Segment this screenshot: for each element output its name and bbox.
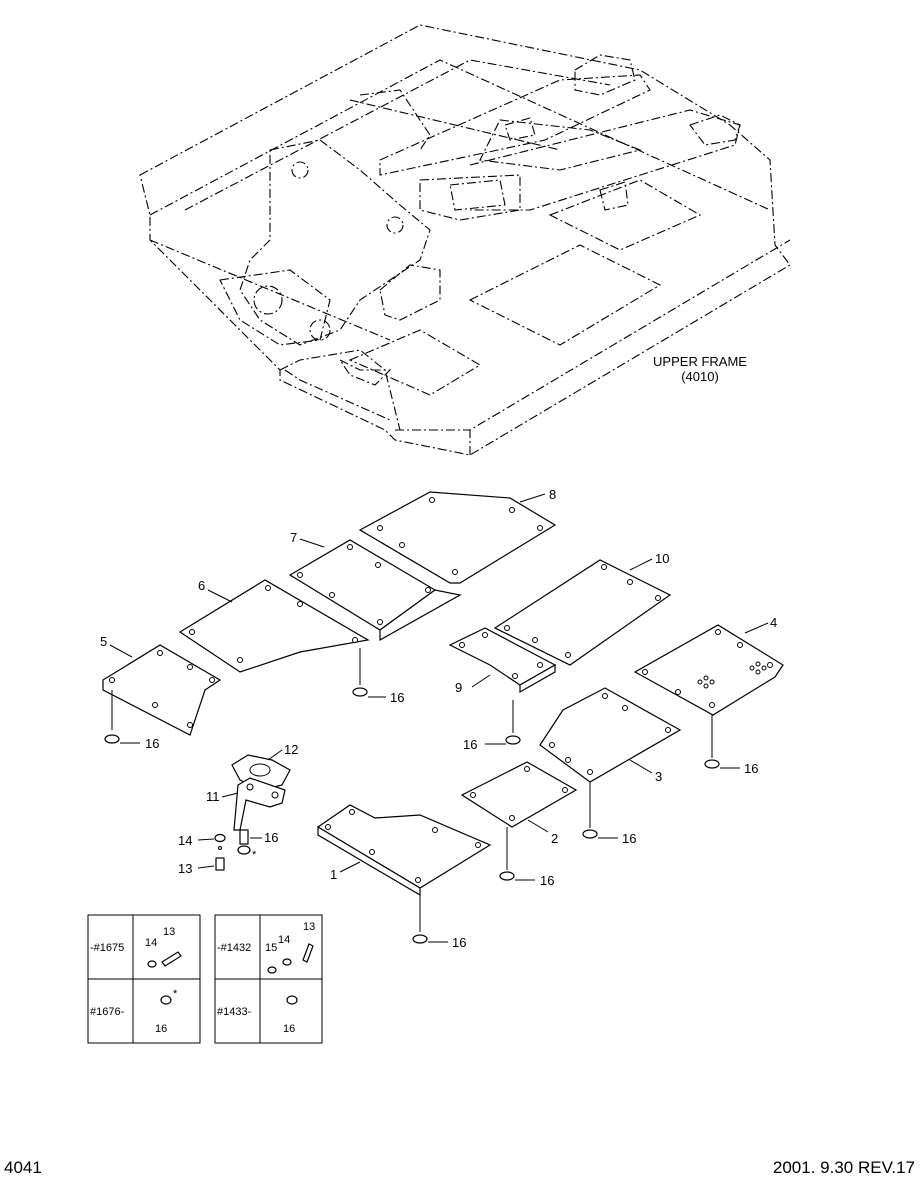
table1-callout-14: 14	[145, 937, 157, 949]
washer-14	[214, 833, 226, 843]
callout-4: 4	[770, 615, 777, 630]
callout-6: 6	[198, 578, 205, 593]
fastener-16-bracket	[237, 829, 251, 855]
table2-callout-13: 13	[303, 921, 315, 933]
fastener-16-a	[352, 687, 368, 697]
dot-marker	[218, 846, 222, 850]
callout-16-e: 16	[622, 831, 636, 846]
callout-7: 7	[290, 530, 297, 545]
fastener-16-g	[412, 934, 428, 944]
washer-icon	[267, 966, 277, 974]
bolt-icon	[302, 943, 314, 963]
callout-13: 13	[178, 861, 192, 876]
callout-3: 3	[655, 769, 662, 784]
cover-plate-7	[288, 539, 462, 642]
table2-callout-15: 15	[265, 942, 277, 954]
fastener-icon	[160, 995, 172, 1005]
serial-table-1: -#1675 #1676- 13 14 * 16	[87, 914, 201, 1044]
callout-11: 11	[206, 789, 220, 804]
table2-callout-16: 16	[283, 1023, 295, 1035]
fastener-16-c	[505, 735, 521, 745]
fastener-16-e	[582, 829, 598, 839]
serial-1432: -#1432	[217, 942, 251, 954]
cover-plate-6	[178, 579, 370, 673]
callout-12: 12	[284, 742, 298, 757]
revision-date: 2001. 9.30 REV.17	[772, 1158, 915, 1177]
table2-callout-14: 14	[278, 934, 290, 946]
table1-callout-13: 13	[163, 926, 175, 938]
serial-1675: -#1675	[90, 942, 124, 954]
bracket-11	[233, 777, 286, 831]
callout-16-f: 16	[540, 873, 554, 888]
callout-10: 10	[655, 551, 669, 566]
bolt-13	[215, 857, 225, 871]
serial-table-2: -#1432 #1433- 13 14 15 16	[214, 914, 323, 1044]
callout-16-c: 16	[463, 737, 477, 752]
cover-plate-9	[448, 627, 557, 694]
table1-star: *	[173, 988, 178, 1000]
cover-plate-4	[633, 624, 784, 716]
callout-16-bracket: 16	[264, 830, 278, 845]
cover-plate-5	[102, 644, 222, 736]
serial-1676: #1676-	[90, 1006, 125, 1018]
callout-16-b: 16	[145, 736, 159, 751]
upper-frame-drawing	[139, 24, 791, 456]
fastener-16-b	[104, 734, 120, 744]
fastener-16-f	[499, 871, 515, 881]
callout-9: 9	[455, 680, 462, 695]
fastener-icon	[286, 995, 298, 1005]
callout-16-d: 16	[744, 761, 758, 776]
washer-icon	[282, 958, 292, 966]
callout-1: 1	[330, 867, 337, 882]
cover-plate-8	[358, 491, 557, 584]
callout-8: 8	[549, 487, 556, 502]
star-mark: *	[252, 849, 257, 861]
washer-icon	[147, 960, 157, 968]
fastener-16-d	[704, 759, 720, 769]
table1-callout-16: 16	[155, 1023, 167, 1035]
callout-16-a: 16	[390, 690, 404, 705]
cover-plate-2	[460, 761, 578, 828]
callout-2: 2	[551, 831, 558, 846]
bolt-icon	[161, 951, 182, 967]
cover-plate-1	[316, 804, 492, 897]
callout-16-g: 16	[452, 935, 466, 950]
callout-14: 14	[178, 833, 192, 848]
cover-plate-3	[539, 687, 682, 783]
upper-frame-ref: (4010)	[681, 369, 719, 384]
page-number: 4041	[4, 1158, 42, 1177]
callout-5: 5	[100, 634, 107, 649]
upper-frame-title: UPPER FRAME	[653, 354, 747, 369]
serial-1433: #1433-	[217, 1006, 252, 1018]
cover-plate-10	[493, 559, 672, 666]
